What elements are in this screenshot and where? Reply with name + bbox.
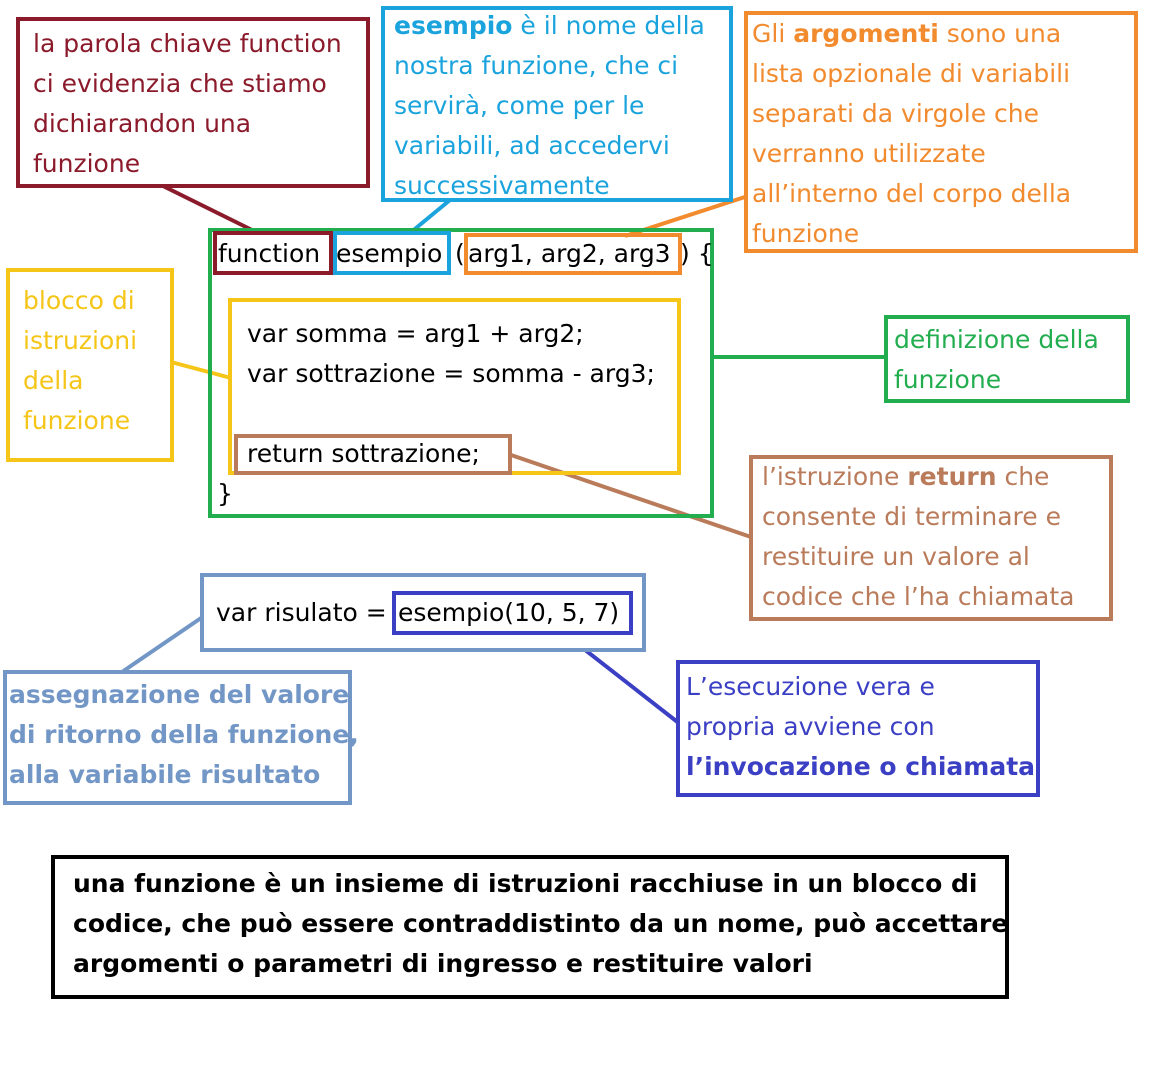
annotation-return-box <box>749 455 1113 621</box>
code-paren-open: ( <box>455 239 465 268</box>
summary-line-1: una funzione è un insieme di istruzioni … <box>73 869 978 898</box>
annotation-keyword-line-2: ci evidenzia che stiamo <box>33 69 327 98</box>
annotation-block-box <box>6 268 174 462</box>
annotation-name-line-2: nostra funzione, che ci <box>394 51 679 80</box>
annotation-invoke-line-2: propria avviene con <box>686 712 935 741</box>
annotation-return-post: che <box>996 462 1050 491</box>
annotation-block-line-1: blocco di <box>23 286 135 315</box>
annotation-name-line-5: successivamente <box>394 171 610 200</box>
annotation-return-line-4: codice che l’ha chiamata <box>762 582 1075 611</box>
annotation-return-line-1: l’istruzione return che <box>762 457 1049 497</box>
code-call-prefix: var risulato = <box>216 598 387 627</box>
annotation-arguments-line-1: Gli argomenti sono una <box>752 14 1061 54</box>
annotation-name-line-3: servirà, come per le <box>394 91 645 120</box>
connector-block <box>170 360 232 380</box>
return-statement-box <box>234 434 512 475</box>
annotation-name-box <box>381 6 733 202</box>
code-function-name: esempio <box>336 239 443 268</box>
annotation-arguments-line-2: lista opzionale di variabili <box>752 59 1071 88</box>
code-arguments: arg1, arg2, arg3 <box>468 239 671 268</box>
annotation-name-line-4: variabili, ad accedervi <box>394 131 670 160</box>
annotation-name-line-1: esempio è il nome della <box>394 6 705 46</box>
annotation-arguments-bold: argomenti <box>793 19 939 48</box>
code-line-return: return sottrazione; <box>247 439 480 468</box>
annotation-return-bold: return <box>907 462 997 491</box>
annotation-assign-box <box>3 670 352 805</box>
annotation-definition-box <box>884 315 1130 403</box>
annotation-keyword-line-1: la parola chiave function <box>33 29 342 58</box>
annotation-block-line-2: istruzioni <box>23 326 138 355</box>
annotation-arguments-line-6: funzione <box>752 219 860 248</box>
function-definition-box <box>208 228 714 518</box>
annotation-arguments-box <box>744 11 1138 253</box>
function-name-box <box>333 231 451 275</box>
summary-line-2: codice, che può essere contraddistinto d… <box>73 909 1009 938</box>
annotation-invoke-box <box>676 660 1040 797</box>
annotation-name-bold: esempio <box>394 11 513 40</box>
annotation-return-line-2: consente di terminare e <box>762 502 1061 531</box>
annotation-assign-line-1: assegnazione del valore <box>9 680 350 709</box>
annotation-invoke-line-1: L’esecuzione vera e <box>686 672 935 701</box>
annotation-arguments-line-5: all’interno del corpo della <box>752 179 1072 208</box>
annotation-keyword-box <box>16 17 370 188</box>
code-line-sottrazione: var sottrazione = somma - arg3; <box>247 359 655 388</box>
annotation-arguments-post: sono una <box>938 19 1062 48</box>
annotation-return-pre: l’istruzione <box>762 462 908 491</box>
function-keyword-box <box>213 231 333 275</box>
connector-return <box>510 453 752 539</box>
annotation-block-line-4: funzione <box>23 406 131 435</box>
connector-keyword <box>162 184 255 233</box>
annotation-keyword-line-4: funzione <box>33 149 141 178</box>
code-call-expression: esempio(10, 5, 7) <box>398 598 620 627</box>
call-expression-box <box>392 591 633 635</box>
annotation-arguments-line-4: verranno utilizzate <box>752 139 986 168</box>
annotation-definition-line-1: definizione della <box>894 325 1099 354</box>
annotation-definition-line-2: funzione <box>894 365 1002 394</box>
summary-line-3: argomenti o parametri di ingresso e rest… <box>73 949 813 978</box>
annotation-name-rest: è il nome della <box>512 11 705 40</box>
annotation-arguments-pre: Gli <box>752 19 794 48</box>
annotation-invoke-bold-line: l’invocazione o chiamata <box>686 752 1036 781</box>
code-line-somma: var somma = arg1 + arg2; <box>247 319 584 348</box>
code-closing-brace: } <box>217 479 233 508</box>
annotation-arguments-line-3: separati da virgole che <box>752 99 1040 128</box>
annotation-return-line-3: restituire un valore al <box>762 542 1030 571</box>
call-statement-box <box>200 573 646 652</box>
summary-box <box>51 855 1009 999</box>
annotation-assign-line-2: di ritorno della funzione, <box>9 720 359 749</box>
connector-assign <box>120 614 206 674</box>
annotation-keyword-line-3: dichiarandon una <box>33 109 252 138</box>
annotation-assign-line-3: alla variabile risultato <box>9 760 321 789</box>
arguments-box <box>464 233 682 275</box>
connector-name <box>408 198 452 235</box>
code-function-keyword: function <box>218 239 321 268</box>
code-paren-close: ) { <box>680 239 714 268</box>
annotation-block-line-3: della <box>23 366 84 395</box>
